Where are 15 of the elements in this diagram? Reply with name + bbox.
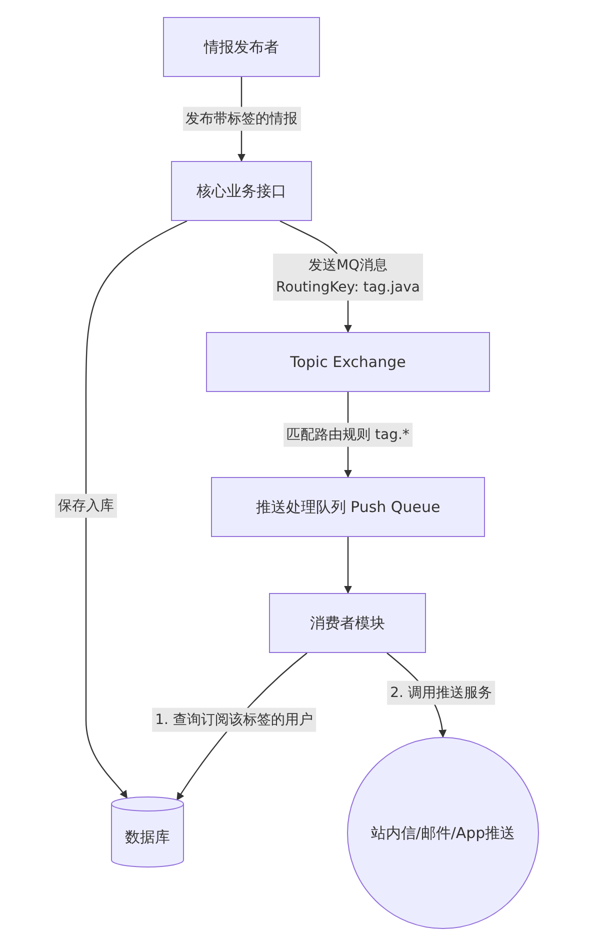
process-box: 消费者模块 — [269, 593, 426, 653]
edge-label: 保存入库 — [55, 494, 117, 518]
edge-label: 匹配路由规则 tag.* — [284, 422, 412, 448]
arrow — [344, 537, 352, 594]
edge-label: 发送MQ消息 RoutingKey: tag.java — [273, 254, 423, 300]
arrow — [85, 220, 188, 799]
process-box: 推送处理队列 Push Queue — [211, 477, 485, 537]
process-box: Topic Exchange — [206, 332, 490, 392]
process-box: 核心业务接口 — [171, 161, 312, 221]
database-cylinder: 数据库 — [111, 797, 184, 867]
edge-label: 发布带标签的情报 — [182, 106, 300, 132]
edge-label: 1. 查询订阅该标签的用户 — [152, 708, 316, 732]
edge-label: 2. 调用推送服务 — [387, 680, 495, 706]
circle-node: 站内信/邮件/App推送 — [347, 737, 539, 929]
process-box: 情报发布者 — [163, 17, 320, 77]
